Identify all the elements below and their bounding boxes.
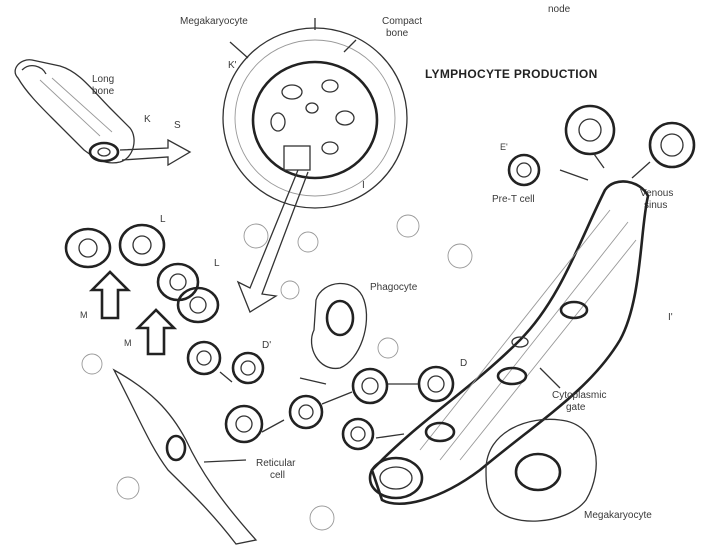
phagocyte-cell bbox=[312, 283, 367, 368]
reticular-cell-label: Reticular bbox=[256, 458, 296, 469]
background-cell-sketches bbox=[82, 215, 472, 530]
compact-bone-label-2: bone bbox=[386, 28, 409, 39]
marker-m1: M bbox=[80, 310, 88, 320]
venous-sinus-vessel bbox=[370, 181, 648, 503]
phagocyte-label: Phagocyte bbox=[370, 282, 418, 293]
reticular-cell-label-2: cell bbox=[270, 470, 285, 481]
reticular-cell bbox=[114, 370, 256, 544]
marker-k: K bbox=[144, 114, 151, 125]
bone-cross-section bbox=[223, 18, 407, 312]
megakaryocyte-bottom-cell bbox=[486, 419, 596, 521]
marker-m2: M bbox=[124, 338, 132, 348]
compact-bone-label: Compact bbox=[382, 16, 422, 27]
cytoplasmic-gate-label: Cytoplasmic bbox=[552, 390, 606, 401]
differentiated-cells bbox=[509, 106, 694, 185]
marker-e: E' bbox=[500, 142, 508, 152]
marker-i2: I' bbox=[668, 312, 673, 323]
node-label: node bbox=[548, 4, 571, 15]
cytoplasmic-gate-label-2: gate bbox=[566, 402, 586, 413]
megakaryocyte-top-label: Megakaryocyte bbox=[180, 16, 248, 27]
marker-s: S bbox=[174, 120, 181, 131]
diagram-title: LYMPHOCYTE PRODUCTION bbox=[425, 67, 598, 81]
marker-d2: D' bbox=[262, 340, 271, 351]
pre-t-cell-label: Pre-T cell bbox=[492, 194, 535, 205]
marker-i: I bbox=[362, 180, 365, 191]
long-bone-label: Long bbox=[92, 74, 114, 85]
megakaryocyte-bottom-label: Megakaryocyte bbox=[584, 510, 652, 521]
marker-k2: K' bbox=[228, 60, 237, 71]
marker-l1: L bbox=[160, 214, 166, 225]
marker-l2: L bbox=[214, 258, 220, 269]
marker-d1: D bbox=[460, 358, 467, 369]
cytoplasmic-gate-pointer bbox=[540, 368, 560, 388]
dividing-cells bbox=[66, 225, 218, 354]
long-bone-label-2: bone bbox=[92, 86, 115, 97]
